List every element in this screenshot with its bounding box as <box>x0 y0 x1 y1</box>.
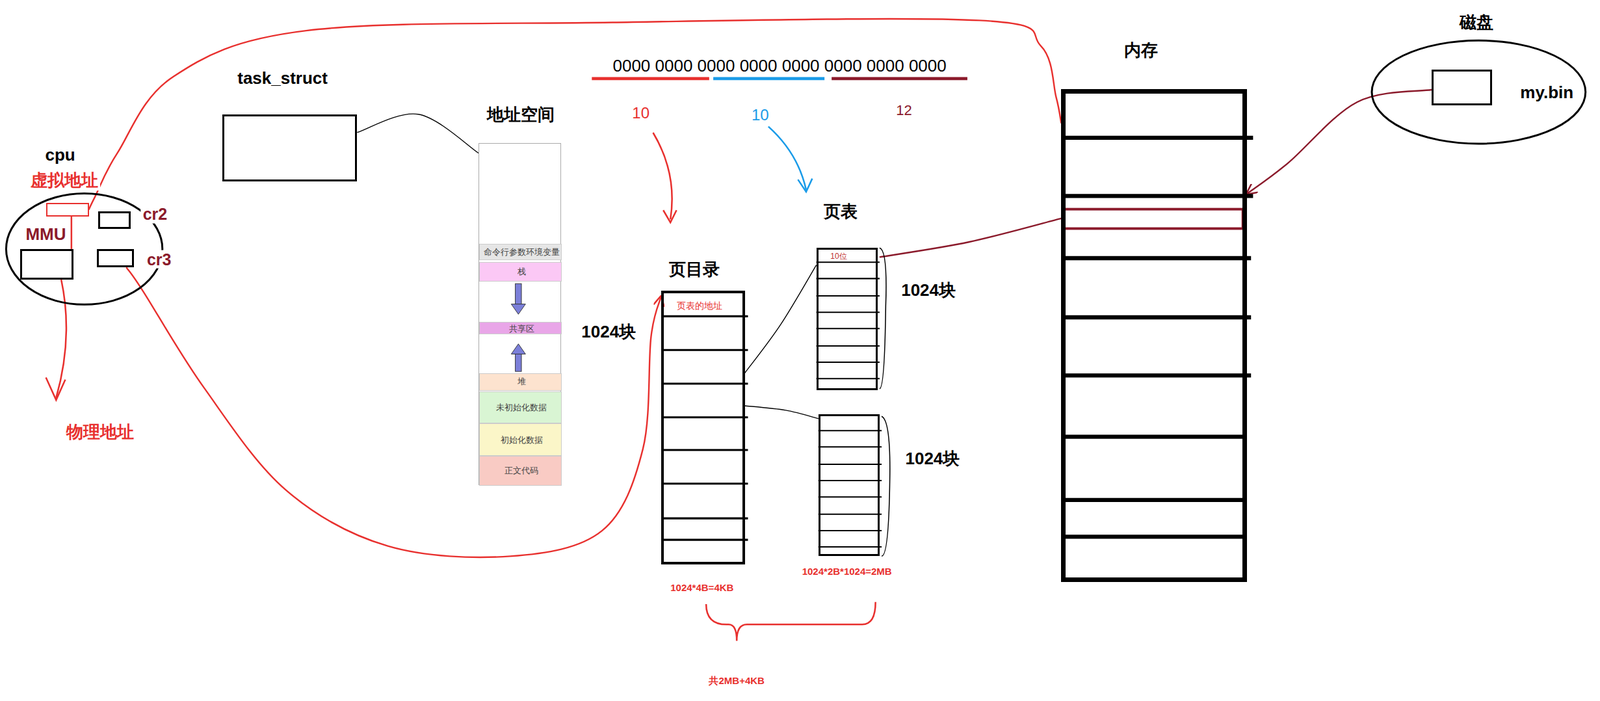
heap-arrow <box>511 343 526 355</box>
annotation: 10 <box>751 106 770 125</box>
bracket <box>881 416 891 556</box>
connector <box>745 265 817 374</box>
connector <box>879 218 1062 258</box>
connector <box>89 18 1062 210</box>
node-label: 1024块 <box>901 280 956 301</box>
memory-rows <box>1061 137 1253 538</box>
node-label: 共享区 <box>509 323 535 334</box>
bracket <box>879 247 887 389</box>
node-label: task_struct <box>237 68 328 89</box>
annotation: 共2MB+4KB <box>708 674 764 686</box>
node-label: 虚拟地址 <box>28 170 101 191</box>
table-rows <box>661 315 748 540</box>
segment-band: 未初始化数据 <box>479 391 562 424</box>
node-label: 页表的地址 <box>676 300 723 311</box>
node-label: 10位 <box>830 252 847 262</box>
node-label: 地址空间 <box>486 105 555 125</box>
address-space: 地址空间命令行参数环境变量栈共享区堆未初始化数据初始化数据正文代码 <box>478 143 562 486</box>
annotation: 10 <box>631 104 650 123</box>
register-box: cr2 <box>98 211 131 229</box>
bit-underline <box>831 76 968 80</box>
node-label: 正文代码 <box>504 465 539 476</box>
node-label: 命令行参数环境变量 <box>483 247 560 258</box>
connector <box>126 267 662 558</box>
page-directory: 页目录1024块页表的地址 <box>661 290 746 565</box>
struct-box: task_struct <box>222 114 357 183</box>
bit-underline <box>713 76 825 80</box>
node-label: 栈 <box>517 266 526 277</box>
bit-underline <box>591 76 709 80</box>
segment-band: 堆 <box>479 373 562 391</box>
node-label: 未初始化数据 <box>496 402 547 413</box>
disk-ellipse: 磁盘my.bin <box>1370 39 1587 145</box>
connector <box>745 405 819 419</box>
segment-band: 栈 <box>479 262 562 282</box>
pointer-arrow <box>768 126 807 190</box>
file-box: my.bin <box>1431 69 1493 106</box>
heap-arrow <box>515 351 522 372</box>
node-label: 1024块 <box>904 449 960 469</box>
node-label: cr3 <box>144 249 174 269</box>
segment-band: 初始化数据 <box>479 423 562 456</box>
node-label: 页表 <box>823 202 858 222</box>
pointer-arrow <box>652 132 672 220</box>
node-label: 初始化数据 <box>500 434 543 445</box>
node-label: MMU <box>23 224 68 245</box>
table-rows <box>816 262 880 379</box>
annotation: 1024*2B*1024=2MB <box>802 565 892 577</box>
stack-arrow <box>515 283 522 304</box>
register-box: cr3 <box>96 249 134 268</box>
annotation: 0000 0000 0000 0000 0000 0000 0000 0000 <box>612 56 946 77</box>
page-table: 页表1024块10位 <box>816 247 878 390</box>
memory-box: 内存 <box>1061 89 1247 582</box>
directory-entry: 页表的地址 <box>663 293 748 319</box>
segment-band: 命令行参数环境变量 <box>479 243 562 261</box>
stack-arrow <box>511 304 526 315</box>
arrow-head <box>663 209 677 223</box>
arrow-head <box>46 377 66 401</box>
page-table: 1024块 <box>818 414 880 556</box>
node-label: cr2 <box>141 204 170 224</box>
ellipse-outline <box>5 193 162 305</box>
annotation: 12 <box>895 102 912 119</box>
node-label: 堆 <box>517 377 526 387</box>
mmu-link <box>70 216 73 250</box>
node-label: 内存 <box>1124 40 1158 61</box>
annotation: 物理地址 <box>66 423 134 443</box>
connector <box>1246 89 1432 194</box>
segment-band: 正文代码 <box>479 455 562 486</box>
segment-band: 共享区 <box>479 321 562 335</box>
annotation: 1024*4B=4KB <box>670 581 734 593</box>
table-entry: 10位 <box>818 249 880 264</box>
arrow-head <box>797 178 813 192</box>
mmu-box: MMU <box>20 249 74 280</box>
table-rows <box>818 430 882 547</box>
ellipse-outline <box>1371 40 1586 144</box>
cpu-ellipse: cpu虚拟地址MMUcr2cr3 <box>5 191 164 307</box>
node-label: 1024块 <box>581 322 636 342</box>
memory-page <box>1062 209 1243 229</box>
node-label: cpu <box>44 145 75 166</box>
register-box: 虚拟地址 <box>46 202 90 216</box>
connector <box>356 113 479 153</box>
node-label: 磁盘 <box>1459 13 1494 33</box>
node-label: my.bin <box>1520 83 1574 103</box>
node-label: 页目录 <box>668 260 720 280</box>
brace <box>706 602 876 642</box>
